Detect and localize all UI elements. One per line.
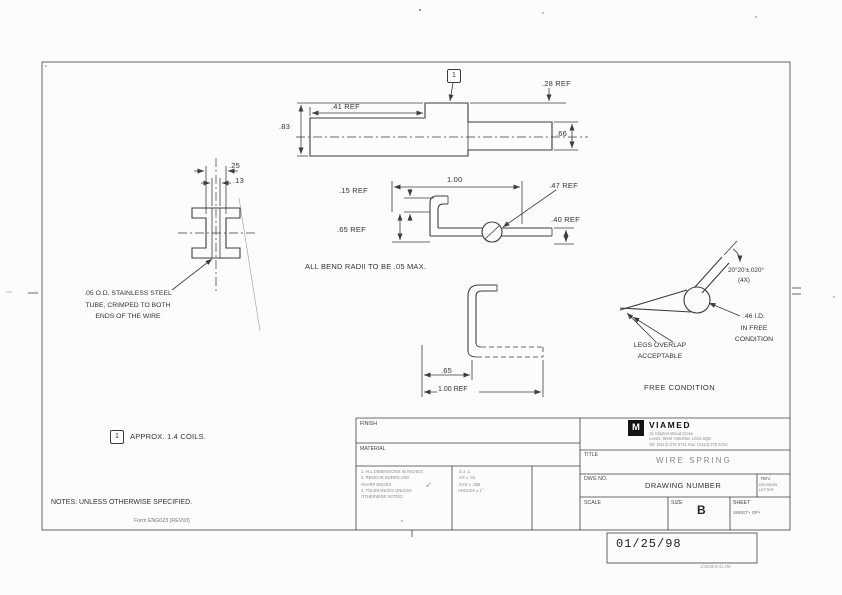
dim-65-ref-label: .65 REF: [337, 225, 366, 234]
balloon-flag-1: 1: [447, 69, 461, 83]
dim-40-ref-label: .40 REF: [551, 215, 580, 224]
id-note-line1: .46 I.D.: [743, 313, 765, 320]
free-condition-view: [619, 240, 743, 343]
dim-25-label: .25: [229, 161, 241, 170]
address-line: Leeds, West Yorkshire LS16 6QE: [649, 436, 712, 442]
tol-value: .X ± .1: [458, 469, 471, 474]
view-crimped-assembly: [296, 82, 588, 157]
id-note-line3: CONDITION: [734, 336, 774, 344]
id-note: .46 I.D. IN FREE CONDITION: [726, 311, 782, 346]
print-info: 1/25/98 9:41 AM: [700, 564, 731, 569]
tube-note-line3: ENDS OF THE WIRE: [95, 313, 161, 321]
company-name: VIAMED: [649, 420, 692, 430]
title-value: WIRE SPRING: [656, 456, 732, 465]
tube-note: .05 O.D. STAINLESS STEEL TUBE, CRIMPED T…: [76, 288, 180, 323]
scan-specks: [45, 9, 835, 522]
dim-47-ref-label: .47 REF: [549, 181, 578, 190]
dwg-no-label: DWG NO.: [584, 476, 608, 482]
tol-line: 3. TOLERANCES UNLESS: [361, 487, 412, 493]
rev-value: REVISION LETTER: [759, 483, 778, 492]
coils-note: APPROX. 1.4 COILS.: [130, 432, 207, 441]
id-note-line2: IN FREE: [740, 324, 768, 332]
legs-overlap-note: LEGS OVERLAP ACCEPTABLE: [630, 341, 690, 363]
date-stamp-box: [606, 532, 758, 564]
scale-label: SCALE: [584, 500, 602, 506]
free-condition-caption: FREE CONDITION: [644, 383, 716, 392]
sheet-value: SHEET+ OF+: [733, 510, 761, 515]
dim-66-label: .66: [556, 129, 568, 138]
angle-qty-label: (4X): [738, 277, 750, 284]
dim-100-label: 1.00: [447, 175, 463, 184]
tol-value: ANGLES ± 1°: [458, 487, 484, 493]
sheet-border: [6, 61, 801, 537]
legs-note-line1: LEGS OVERLAP: [633, 342, 687, 349]
dim-65-label: .65: [441, 366, 453, 375]
dim-100-ref-label: 1.00 REF: [438, 386, 468, 393]
title-label: TITLE: [584, 452, 599, 458]
check-mark: ✓: [425, 480, 433, 490]
tol-line: 2. REMOVE BURRS AND: [361, 475, 410, 481]
tube-note-line2: TUBE, CRIMPED TO BOTH: [85, 301, 171, 309]
tube-crimp-detail: [171, 158, 261, 332]
angle-label: 20°20'±.020°: [728, 267, 764, 274]
title-block-grid: [355, 417, 790, 530]
company-address: 15 Clayton Wood Close Leeds, West Yorksh…: [649, 431, 779, 447]
tol-value: .XX ± .01: [458, 475, 476, 481]
address-line: Tel: (0113) 275 5711 Fax: (0113) 275 572…: [649, 441, 728, 447]
sheet-label: SHEET: [733, 500, 751, 506]
address-line: 15 Clayton Wood Close: [649, 431, 693, 436]
notes-header: NOTES: UNLESS OTHERWISE SPECIFIED.: [51, 499, 193, 506]
view-spring-front: [421, 284, 544, 397]
size-value: B: [697, 503, 706, 517]
date-stamp: 01/25/98: [616, 537, 682, 551]
tol-line: OTHERWISE NOTED:: [361, 494, 404, 500]
rev-label: REV.: [761, 476, 772, 481]
dim-41-ref-label: .41 REF: [331, 102, 360, 111]
drawing-number: DRAWING NUMBER: [645, 481, 722, 490]
tol-line: 1. ALL DIMENSIONS IN INCHES: [361, 469, 423, 474]
view-spring-side: [391, 181, 574, 245]
tube-note-line1: .05 O.D. STAINLESS STEEL: [84, 290, 172, 297]
dim-83-label: .83: [279, 122, 291, 131]
legs-note-line2: ACCEPTABLE: [637, 352, 683, 360]
form-number: Form ENG023 (REV93): [134, 518, 190, 524]
coils-balloon: 1: [110, 430, 124, 444]
dim-15-ref-label: .15 REF: [339, 186, 368, 195]
finish-label: FINISH: [360, 421, 378, 427]
dim-13-label: .13: [233, 176, 245, 185]
tolerance-values: .X ± .1 .XX ± .01 .XXX ± .005 ANGLES ± 1…: [458, 469, 528, 494]
tol-line: SHARP EDGES: [361, 481, 392, 487]
tol-value: .XXX ± .005: [458, 481, 481, 487]
viamed-logo: M: [628, 420, 644, 436]
material-label: MATERIAL: [360, 446, 386, 452]
size-label: SIZE: [671, 500, 683, 506]
bend-radii-note: ALL BEND RADII TO BE .05 MAX.: [305, 262, 427, 271]
tolerance-notes: 1. ALL DIMENSIONS IN INCHES 2. REMOVE BU…: [361, 469, 449, 500]
dim-28-ref-label: .28 REF: [542, 79, 571, 88]
